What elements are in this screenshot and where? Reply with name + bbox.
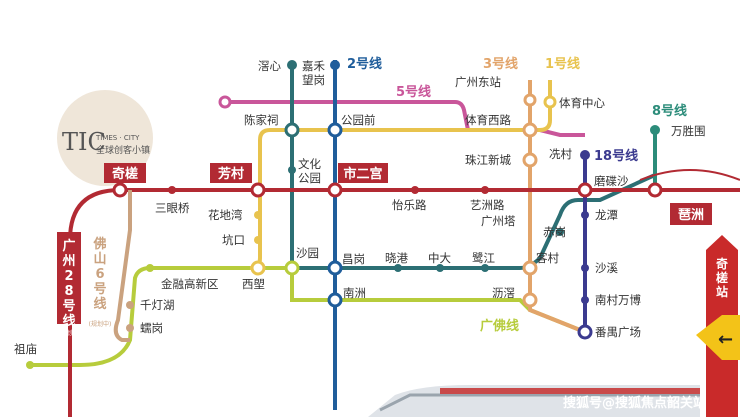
st-tiyu-center: 体育中心 <box>559 96 605 110</box>
gz28-label-box <box>57 232 81 324</box>
hub-pazhou[interactable]: 琶洲 <box>670 203 712 225</box>
st-longtan: 龙潭 <box>595 208 618 222</box>
st-shaxi: 沙溪 <box>595 261 618 275</box>
sign-text: 奇槎站 <box>716 256 728 299</box>
st-qiandenghu: 千灯湖 <box>140 298 175 312</box>
st-canton-tower: 广州塔 <box>481 214 516 228</box>
st-jinrong: 金融高新区 <box>161 277 219 291</box>
st-zumiao: 祖庙 <box>14 342 37 356</box>
transfer-dots <box>112 93 663 340</box>
watermark: 搜狐号@搜狐焦点韶关站 <box>563 395 706 411</box>
logo-disc <box>57 90 153 186</box>
st-jiahe: 嘉禾望岗 <box>302 59 325 87</box>
st-wenhua: 文化公园 <box>298 157 321 185</box>
st-guangzhou-east: 广州东站 <box>455 75 501 89</box>
st-tiyu-xilu: 体育西路 <box>465 113 511 127</box>
label-line2: 2号线 <box>347 56 382 72</box>
svg-text:芳村: 芳村 <box>218 166 244 182</box>
logo-brand: TIC <box>62 128 106 156</box>
st-zhongda: 中大 <box>428 251 451 265</box>
st-zhujiang-newtown: 珠江新城 <box>465 153 511 167</box>
st-lujiang: 鹭江 <box>472 251 495 265</box>
tic-logo: TIC TIMES · CITY 全球创客小镇 <box>57 90 153 186</box>
st-xiaogang: 晓港 <box>385 251 408 265</box>
label-line3: 3号线 <box>483 56 518 72</box>
guangfo-line-path <box>30 266 586 367</box>
label-line8: 8号线 <box>652 103 687 119</box>
label-line18: 18号线 <box>594 148 638 164</box>
hub-fangcun[interactable]: 芳村 <box>210 163 252 183</box>
hub-qisa[interactable]: 奇槎 <box>104 163 146 183</box>
st-mochasha: 磨碟沙 <box>594 174 629 188</box>
st-nanzhou: 南洲 <box>343 286 366 300</box>
st-shayuan: 沙园 <box>296 246 319 260</box>
line3-path <box>528 80 586 334</box>
gz28-sub: (规划中) <box>58 329 81 337</box>
st-sanyanqiao: 三眼桥 <box>155 201 190 215</box>
st-leigang: 蠕岗 <box>140 321 163 335</box>
st-lijiao: 沥滘 <box>492 286 515 300</box>
st-wanshengwei: 万胜围 <box>671 124 706 138</box>
svg-text:市二宫: 市二宫 <box>343 166 382 182</box>
st-chenjiaci: 陈家祠 <box>244 113 279 127</box>
st-panyu-square: 番禺广场 <box>595 325 641 339</box>
train-image <box>368 385 700 417</box>
qisa-station-sign: 奇槎站 ← <box>696 235 740 417</box>
st-yizhoulu: 艺洲路 <box>470 198 505 212</box>
st-xiancun: 冼村 <box>549 147 572 161</box>
label-line1: 1号线 <box>545 56 580 72</box>
arrow-left-icon: ← <box>718 329 733 350</box>
label-line5: 5号线 <box>396 84 431 100</box>
line1-path <box>249 80 552 270</box>
st-kecun: 客村 <box>536 251 559 265</box>
st-xilang: 西塱 <box>242 277 265 291</box>
st-gongyuanqian: 公园前 <box>341 113 376 127</box>
logo-sub-cn: 全球创客小镇 <box>96 144 150 156</box>
st-xiaobei: 滘心 <box>258 59 281 73</box>
fs6-line-path <box>113 190 132 342</box>
st-yilelu: 怡乐路 <box>392 198 427 212</box>
stadium-mark <box>639 169 740 181</box>
logo-sub-en: TIMES · CITY <box>95 134 140 142</box>
st-nancun-wanbo: 南村万博 <box>595 293 641 307</box>
fs6-sub: (规划中) <box>89 320 112 328</box>
simple-dots <box>26 60 660 369</box>
st-changgang: 昌岗 <box>342 252 365 266</box>
svg-text:奇槎: 奇槎 <box>112 166 138 182</box>
st-huadiwan: 花地湾 <box>208 208 243 222</box>
st-kengkou: 坑口 <box>222 233 245 247</box>
svg-text:琶洲: 琶洲 <box>678 207 704 223</box>
label-guangfo: 广佛线 <box>480 318 519 334</box>
st-chigang: 赤岗 <box>543 225 566 239</box>
hub-shiergong[interactable]: 市二宫 <box>338 163 388 183</box>
